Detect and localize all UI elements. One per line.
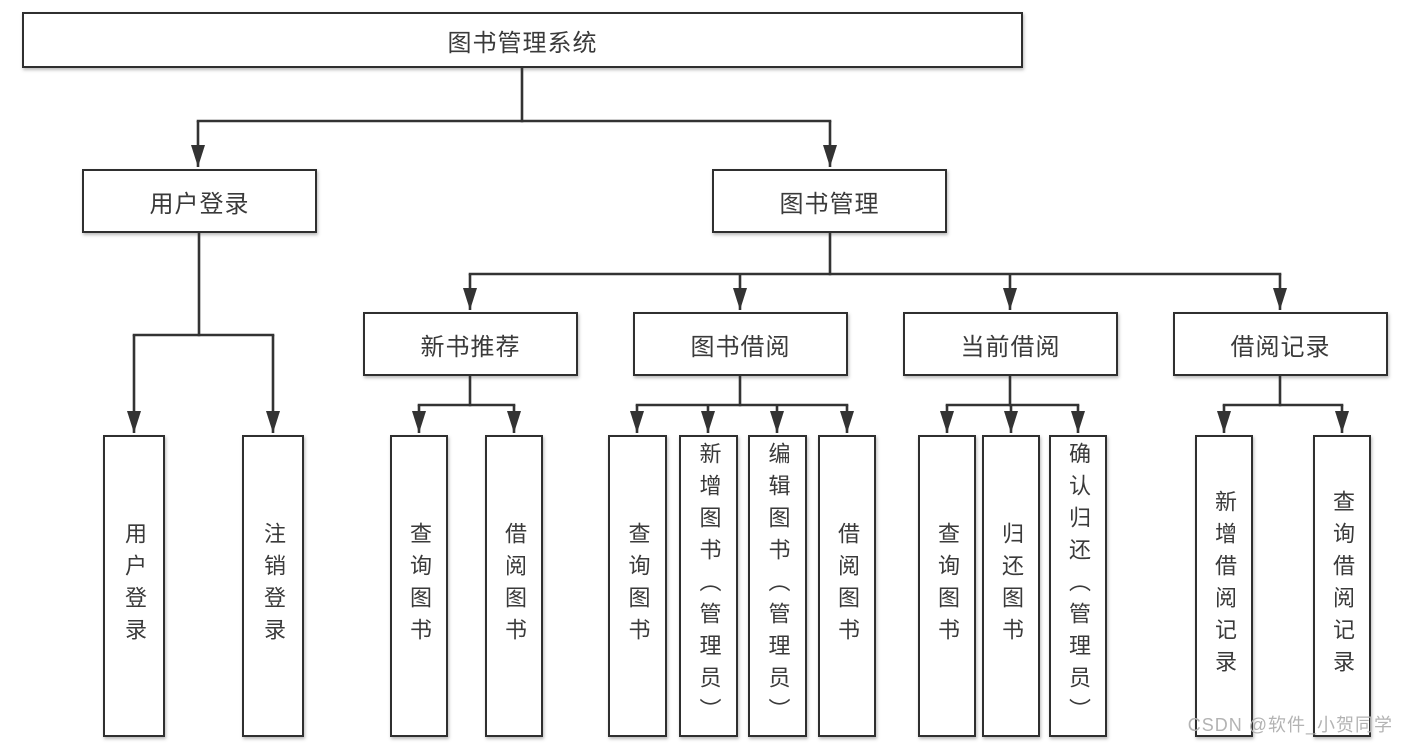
leaf-query-books-recommend: 查询图书 [390,435,448,737]
leaf-label: 用户登录 [122,522,147,650]
leaf-confirm-return-admin: 确认归还（管理员） [1049,435,1107,737]
leaf-label: 借阅图书 [835,522,860,650]
node-label: 用户登录 [149,190,250,218]
leaf-label: 查询图书 [935,522,960,650]
leaf-label: 查询图书 [625,522,651,650]
node-current-borrowing: 当前借阅 [903,312,1118,376]
node-label: 当前借阅 [960,333,1061,361]
leaf-label: 新增借阅记录 [1212,490,1237,682]
node-user-login: 用户登录 [82,169,317,233]
leaf-add-borrow-record: 新增借阅记录 [1195,435,1253,737]
node-label: 借阅记录 [1230,333,1331,361]
leaf-label: 确认归还（管理员） [1066,442,1091,730]
leaf-query-borrow-record: 查询借阅记录 [1313,435,1371,737]
leaf-label: 归还图书 [999,522,1024,650]
leaf-label: 新增图书（管理员） [696,442,722,730]
node-label: 图书管理系统 [447,29,598,57]
csdn-watermark: CSDN @软件_小贺同学 [1187,715,1393,735]
leaf-user-login: 用户登录 [103,435,165,737]
node-label: 图书管理 [779,190,880,218]
leaf-label: 编辑图书（管理员） [765,442,791,730]
leaf-label: 查询借阅记录 [1330,490,1355,682]
leaf-query-books-current: 查询图书 [918,435,976,737]
node-label: 图书借阅 [690,333,791,361]
leaf-logout: 注销登录 [242,435,304,737]
leaf-borrow-books-recommend: 借阅图书 [485,435,543,737]
leaf-label: 借阅图书 [502,522,527,650]
leaf-borrow-books: 借阅图书 [818,435,876,737]
leaf-label: 注销登录 [261,522,286,650]
node-new-book-recommend: 新书推荐 [363,312,578,376]
leaf-add-book-admin: 新增图书（管理员） [679,435,738,737]
node-library-management-system: 图书管理系统 [22,12,1023,68]
leaf-label: 查询图书 [407,522,432,650]
leaf-return-books: 归还图书 [982,435,1040,737]
node-book-management: 图书管理 [712,169,947,233]
node-label: 新书推荐 [420,333,521,361]
leaf-edit-book-admin: 编辑图书（管理员） [748,435,807,737]
leaf-query-books-borrowing: 查询图书 [608,435,667,737]
node-book-borrowing: 图书借阅 [633,312,848,376]
node-borrowing-records: 借阅记录 [1173,312,1388,376]
